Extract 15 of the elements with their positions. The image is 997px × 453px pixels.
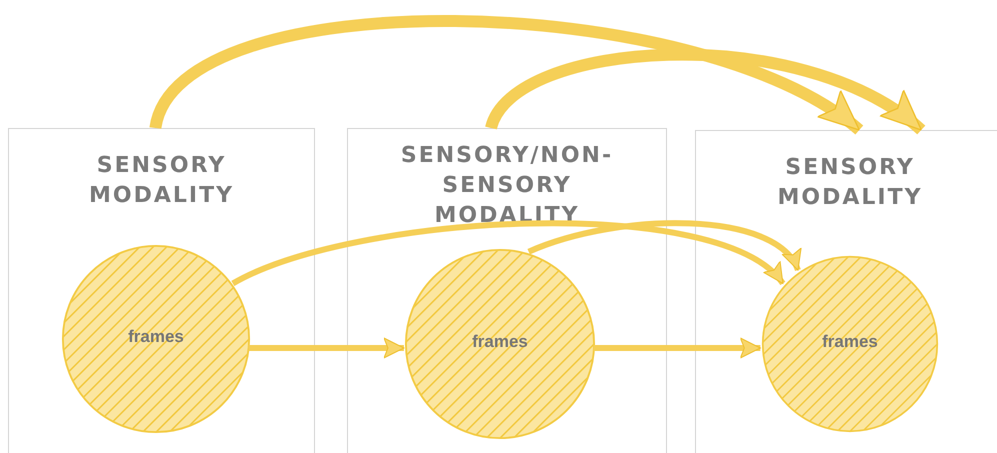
frame-circle xyxy=(761,255,939,433)
panel-box xyxy=(695,130,997,453)
arrow xyxy=(594,338,761,358)
panel-heading: SENSORY MODALITY xyxy=(776,154,924,212)
frame-circle xyxy=(404,248,596,440)
panel-box xyxy=(347,128,667,453)
panel-heading: SENSORY/NON-SENSORY MODALITY xyxy=(400,142,614,230)
frame-circle xyxy=(61,244,251,434)
arrow xyxy=(232,220,785,286)
arrow xyxy=(150,15,863,135)
arrow xyxy=(486,48,925,135)
arrow xyxy=(528,220,801,272)
panel-heading: SENSORY MODALITY xyxy=(88,152,236,210)
arrow xyxy=(248,338,404,358)
panel-box xyxy=(8,128,315,453)
